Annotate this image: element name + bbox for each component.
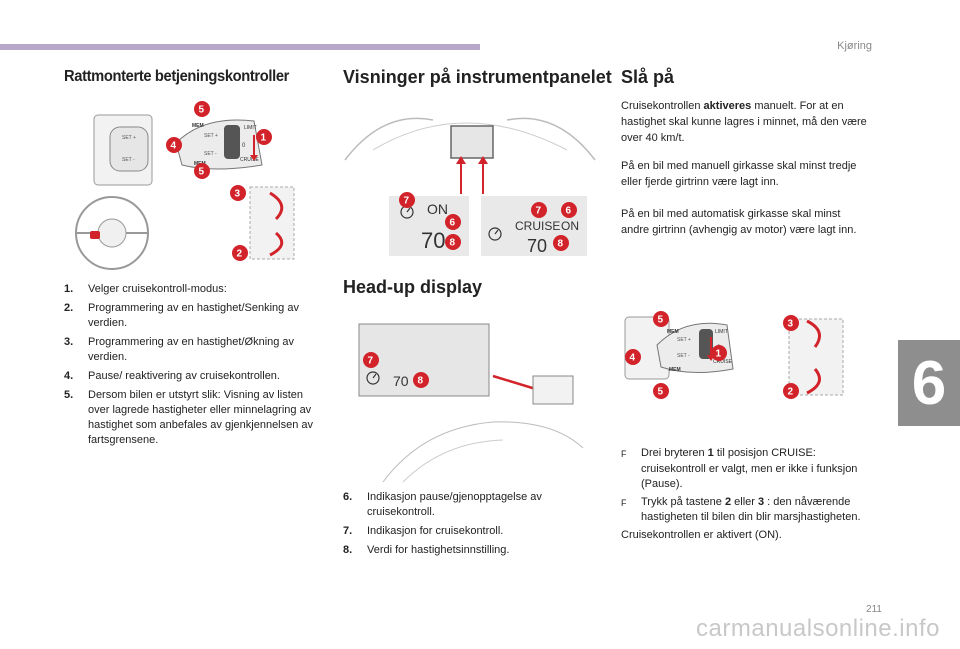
svg-text:SET -: SET - [122, 157, 135, 163]
svg-text:SET -: SET - [204, 151, 217, 157]
list-item: 1.Velger cruisekontroll-modus: [64, 283, 227, 295]
svg-text:5: 5 [658, 315, 664, 326]
svg-text:2: 2 [237, 249, 243, 260]
figure-head-up-display: 70 7 8 [343, 318, 597, 482]
instrument-cluster-illustration: ON 70 7 6 8 CRUISE ON 70 7 6 8 [344, 117, 596, 256]
svg-text:MEM: MEM [667, 329, 679, 335]
svg-text:6: 6 [566, 206, 572, 217]
svg-text:LIMIT: LIMIT [244, 125, 257, 131]
svg-text:7: 7 [368, 356, 374, 367]
paragraph-automatic-gearbox: På en bil med automatisk girkasse skal m… [621, 208, 857, 236]
heading-switch-on: Slå på [621, 67, 675, 87]
closing-statement: Cruisekontrollen er aktivert (ON). [621, 528, 782, 541]
chapter-label: Kjøring [837, 40, 872, 52]
figure-instrument-panel: ON 70 7 6 8 CRUISE ON 70 7 6 8 [343, 100, 597, 262]
svg-text:0: 0 [242, 143, 246, 149]
svg-text:8: 8 [418, 376, 424, 387]
svg-text:70: 70 [393, 373, 409, 389]
svg-text:SET +: SET + [122, 135, 136, 141]
svg-text:SET +: SET + [204, 133, 218, 139]
list-item: 4.Pause/ reaktivering av cruisekontrolle… [64, 370, 280, 382]
list-item: F Drei bryteren 1 til posisjon CRUISE: c… [621, 447, 858, 490]
figure-steering-controls: SET + SET - MEM SET + SET - LIMIT 0 CRUI… [64, 95, 328, 270]
svg-text:CRUISE: CRUISE [713, 359, 733, 365]
svg-text:7: 7 [536, 206, 542, 217]
svg-text:1: 1 [261, 133, 267, 144]
chapter-tab: 6 [898, 340, 960, 426]
svg-text:ON: ON [561, 219, 579, 233]
svg-text:8: 8 [450, 238, 456, 249]
steering-stalk-illustration: SET + SET - MEM SET + SET - LIMIT 0 CRUI… [75, 101, 295, 270]
svg-text:5: 5 [199, 105, 205, 116]
svg-text:7: 7 [404, 196, 410, 207]
svg-text:ON: ON [427, 201, 448, 217]
steering-stalk-illustration-small: MEM SET + SET - LIMIT 0 CRUISE MEM 5 4 1… [624, 311, 844, 399]
list-item: 2.Programmering av en hastighet/Senking … [64, 302, 299, 329]
svg-text:6: 6 [450, 218, 456, 229]
svg-text:8: 8 [558, 239, 564, 250]
svg-text:4: 4 [171, 141, 177, 152]
list-item: 3.Programmering av en hastighet/Økning a… [64, 336, 295, 363]
svg-text:CRUISE: CRUISE [240, 157, 260, 163]
svg-text:MEM: MEM [192, 123, 204, 129]
figure-switch-on: MEM SET + SET - LIMIT 0 CRUISE MEM 5 4 1… [621, 305, 871, 405]
paragraph-activation: Cruisekontrollen aktiveres manuelt. For … [621, 100, 867, 144]
svg-text:5: 5 [658, 387, 664, 398]
svg-text:CRUISE: CRUISE [515, 219, 560, 233]
instrument-panel-list: 6.Indikasjon pause/gjenopptagelse av cru… [343, 490, 593, 562]
svg-text:5: 5 [199, 167, 205, 178]
header-accent-rule [0, 44, 480, 50]
svg-text:LIMIT: LIMIT [715, 329, 728, 335]
svg-text:70: 70 [421, 228, 445, 253]
list-item: 7.Indikasjon for cruisekontroll. [343, 525, 504, 537]
svg-text:70: 70 [527, 236, 547, 256]
page-number: 211 [866, 604, 882, 615]
list-item: 6.Indikasjon pause/gjenopptagelse av cru… [343, 491, 542, 518]
heading-instrument-panel: Visninger på instrumentpanelet [343, 67, 612, 87]
svg-text:MEM: MEM [669, 367, 681, 373]
heading-steering-controls: Rattmonterte betjeningskontroller [64, 68, 290, 85]
list-item: 8.Verdi for hastighetsinnstilling. [343, 544, 510, 556]
svg-text:1: 1 [716, 349, 722, 360]
paragraph-manual-gearbox: På en bil med manuell girkasse skal mins… [621, 160, 857, 188]
svg-text:3: 3 [788, 319, 794, 330]
svg-text:SET -: SET - [677, 353, 690, 359]
svg-text:2: 2 [788, 387, 794, 398]
list-item: F Trykk på tastene 2 eller 3 : den nåvær… [621, 495, 861, 524]
heading-head-up-display: Head-up display [343, 277, 483, 297]
activation-steps: F Drei bryteren 1 til posisjon CRUISE: c… [621, 446, 861, 543]
watermark: carmanualsonline.info [696, 615, 940, 642]
steering-controls-list: 1.Velger cruisekontroll-modus: 2.Program… [64, 282, 316, 452]
svg-text:3: 3 [235, 189, 241, 200]
svg-text:SET +: SET + [677, 337, 691, 343]
head-up-display-illustration: 70 7 8 [358, 323, 584, 482]
list-item: 5.Dersom bilen er utstyrt slik: Visning … [64, 389, 314, 446]
svg-text:4: 4 [630, 353, 636, 364]
